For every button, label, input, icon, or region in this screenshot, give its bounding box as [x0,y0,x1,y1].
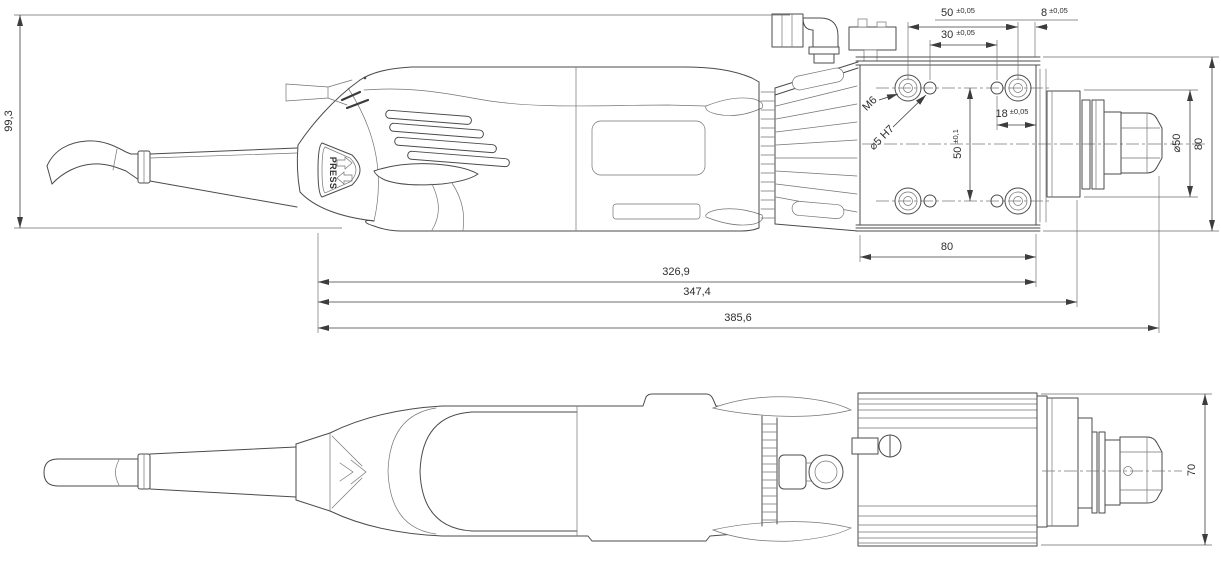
collet-nut [1120,112,1163,174]
straight-tool-rod [43,453,151,490]
latch-tab [285,76,370,110]
callout-text: ⌀5 H7 [867,123,897,153]
ribbed-ring [758,81,776,229]
dim-hole-pitch-y: 50±0,1 [951,88,973,201]
throttle-lever [373,163,479,231]
bottom-view: 70 [43,392,1212,547]
bottom-tab [612,203,701,220]
dim-edge-offset: 8±0,05 [1006,6,1068,57]
set-screw-bottom [851,434,902,458]
wing-bottom [705,208,763,226]
press-collar: PRESS [285,76,379,222]
dim-hole-pitch-inner: 30±0,05 [929,28,998,80]
label-recess [591,120,706,176]
nozzle-ferrule [137,150,151,184]
dim-block-height: 80 [1043,56,1219,232]
dim-length-to-nose: 347,4 [318,200,1078,307]
spindle-collet [1046,90,1163,198]
dim-length-to-block: 326,9 [317,233,1037,333]
finned-cone [774,61,859,232]
dim-housing-height: 70 [1041,393,1212,546]
dim-text: 70 [1186,464,1198,476]
dim-text: 99,3 [3,110,15,131]
dim-text: 50±0,05 [941,6,975,19]
ribbed-ring-bottom [761,415,778,527]
grip-vent-slots [385,109,510,168]
dim-spindle-diameter: ⌀50 [1084,89,1198,198]
dim-block-length: 80 [859,235,1036,262]
dim-text: 50±0,1 [951,129,964,159]
dim-text: 347,4 [683,286,711,298]
dim-text: 18±0,05 [996,107,1029,120]
mounting-block [855,56,1208,232]
arrow-left-icon [336,171,353,185]
motor-housing-bottom [857,392,1038,547]
dowel-holes [923,81,1004,208]
dim-text: 385,6 [724,312,752,324]
dim-text: 326,9 [662,266,690,278]
callout-thread-m6: M6 [860,93,899,114]
bent-nozzle [46,140,140,185]
callout-text: M6 [860,94,879,113]
spindle-collet-bottom [1036,395,1182,528]
m6-holes [894,74,1032,215]
main-housing-bottom [329,393,852,542]
dim-hole-pitch-x: 50±0,05 [907,6,1078,80]
front-taper-tube-bottom [149,446,297,498]
side-view: PRESS [3,6,1219,333]
press-shield [317,142,361,198]
dim-overall-height: 99,3 [3,14,790,229]
front-taper-tube [149,147,298,208]
dim-text: 8±0,05 [1041,6,1068,19]
valve-block [848,18,897,62]
wing-top [705,97,763,116]
dim-length-overall: 385,6 [318,176,1160,333]
arrow-right-icon [336,156,353,170]
press-label: PRESS [328,157,338,190]
air-fitting-bottom [778,454,844,490]
dim-text: 30±0,05 [941,28,975,41]
dim-text: ⌀50 [1171,134,1183,153]
dim-text: 80 [1193,138,1205,150]
collar-bottom [295,432,367,512]
main-housing [359,66,763,232]
air-inlet-fitting [771,13,897,64]
centerlines [862,87,1208,202]
elbow-fitting [802,17,839,48]
dim-dowel-offset: 18±0,05 [996,96,1036,130]
dim-text: 80 [941,241,953,253]
wing-bottom-bottomview [711,521,852,542]
wing-top-bottomview [711,396,852,417]
